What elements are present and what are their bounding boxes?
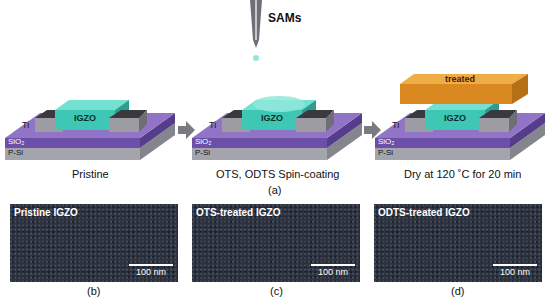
sem-image-panel: ODTS-treated IGZO 100 nm: [374, 204, 542, 282]
scale-label: 100 nm: [500, 268, 530, 278]
panel-letter: (d): [451, 285, 464, 297]
scale-bar: [129, 264, 173, 266]
scale-label: 100 nm: [318, 268, 348, 278]
sem-image-panel: Pristine IGZO 100 nm: [10, 204, 178, 282]
panel-title: OTS-treated IGZO: [196, 207, 280, 218]
sem-image-panel: OTS-treated IGZO 100 nm: [192, 204, 360, 282]
scale-label: 100 nm: [136, 268, 166, 278]
layer-label: SiO₂: [8, 138, 24, 147]
layer-label: IGZO: [261, 114, 283, 124]
layer-label: P-Si: [378, 149, 393, 158]
reagent-label: SAMs: [268, 12, 301, 25]
layer-label: P-Si: [195, 149, 210, 158]
panel-letter: (c): [270, 285, 283, 297]
scale-bar: [493, 264, 537, 266]
layer-label: IGZO: [74, 114, 96, 124]
electrode-label: Ti: [22, 121, 29, 131]
panel-letter: (a): [268, 184, 281, 196]
layer-label: SiO₂: [195, 138, 211, 147]
layer-label: treated: [445, 75, 475, 85]
electrode-label: Ti: [392, 121, 399, 131]
scale-bar: [311, 264, 355, 266]
step-caption: Pristine: [72, 168, 109, 180]
layer-label: P-Si: [8, 149, 23, 158]
panel-title: ODTS-treated IGZO: [378, 207, 470, 218]
layer-label: SiO₂: [378, 138, 394, 147]
panel-letter: (b): [87, 285, 100, 297]
step-caption: Dry at 120 ˚C for 20 min: [404, 168, 521, 180]
layer-label: IGZO: [444, 114, 466, 124]
step-caption: OTS, ODTS Spin-coating: [216, 168, 340, 180]
electrode-label: Ti: [209, 121, 216, 131]
panel-title: Pristine IGZO: [14, 207, 78, 218]
